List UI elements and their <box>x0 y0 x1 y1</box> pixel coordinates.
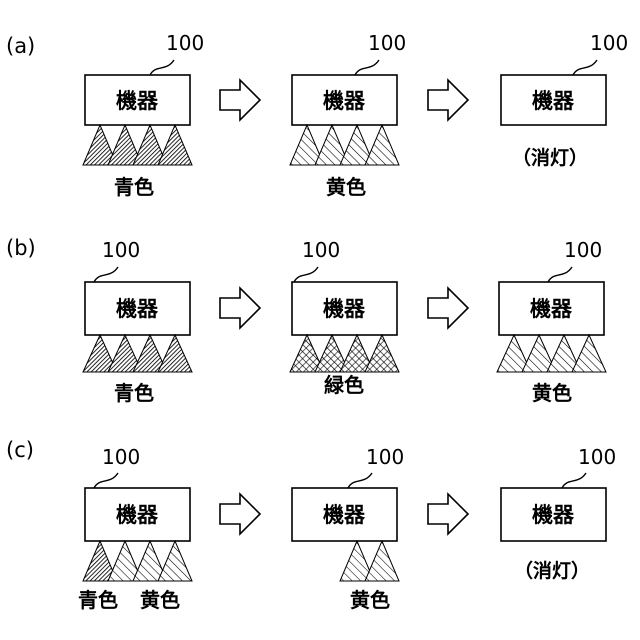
panel-label-c: (c) <box>6 438 34 462</box>
ref-leader <box>562 473 586 488</box>
off-caption: （消灯） <box>512 146 588 169</box>
light-cone-green <box>365 335 399 372</box>
light-cone-yellow <box>158 541 192 581</box>
light-cone-blue <box>158 335 192 372</box>
ref-leader <box>348 473 372 488</box>
ref-number: 100 <box>102 238 140 262</box>
device-label: 機器 <box>530 297 573 321</box>
color-caption: 黄色 <box>140 588 180 612</box>
transition-arrow <box>220 288 260 328</box>
device-label: 機器 <box>323 503 366 527</box>
device-label: 機器 <box>116 89 159 113</box>
ref-number: 100 <box>166 31 204 55</box>
ref-leader <box>150 60 174 75</box>
ref-number: 100 <box>368 31 406 55</box>
color-caption: 黄色 <box>532 381 572 405</box>
transition-arrow <box>220 80 260 120</box>
device-label: 機器 <box>532 503 575 527</box>
panel-label-b: (b) <box>6 236 36 260</box>
transition-arrow <box>220 494 260 534</box>
light-cone-yellow <box>365 125 399 165</box>
transition-arrow <box>428 288 468 328</box>
color-caption: 青色 <box>114 381 154 405</box>
color-caption: 黄色 <box>326 175 366 199</box>
ref-leader <box>94 267 118 282</box>
ref-number: 100 <box>590 31 628 55</box>
ref-leader <box>294 267 318 282</box>
device-label: 機器 <box>532 89 575 113</box>
ref-number: 100 <box>564 238 602 262</box>
ref-leader <box>548 267 572 282</box>
transition-arrow <box>428 494 468 534</box>
color-caption: 緑色 <box>324 373 364 397</box>
panel-label-a: (a) <box>6 34 35 58</box>
ref-leader <box>573 60 597 75</box>
device-label: 機器 <box>323 89 366 113</box>
device-label: 機器 <box>116 297 159 321</box>
ref-number: 100 <box>366 445 404 469</box>
ref-number: 100 <box>578 445 616 469</box>
light-cone-yellow <box>572 335 606 372</box>
ref-leader <box>355 60 379 75</box>
light-cone-blue <box>158 125 192 165</box>
transition-arrow <box>428 80 468 120</box>
color-caption: 青色 <box>78 588 118 612</box>
ref-number: 100 <box>302 238 340 262</box>
ref-leader <box>94 473 118 488</box>
light-cone-yellow <box>365 541 399 581</box>
device-label: 機器 <box>323 297 366 321</box>
color-caption: 青色 <box>114 175 154 199</box>
ref-number: 100 <box>102 445 140 469</box>
color-caption: 黄色 <box>350 588 390 612</box>
off-caption: （消灯） <box>514 559 590 582</box>
device-label: 機器 <box>116 503 159 527</box>
